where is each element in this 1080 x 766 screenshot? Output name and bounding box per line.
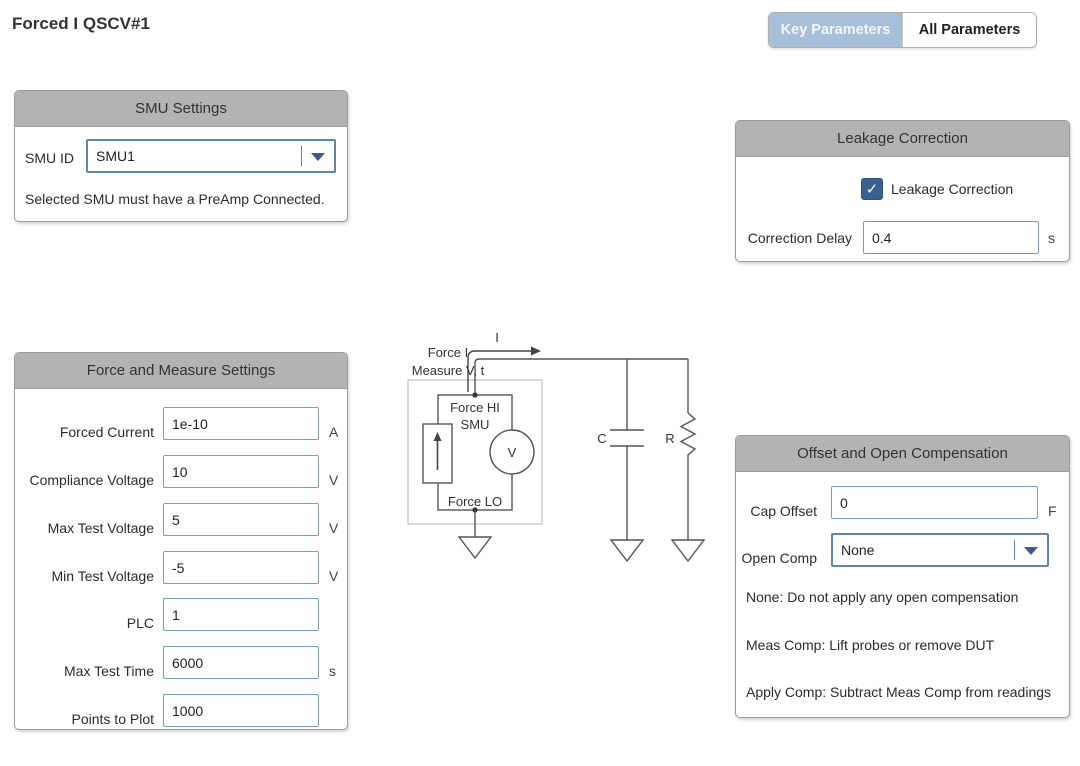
ground-symbol — [670, 539, 706, 563]
current-source-arrowhead-icon — [433, 432, 442, 441]
plc-input[interactable] — [163, 598, 319, 631]
parameters-tab-group: Key Parameters All Parameters — [768, 12, 1037, 48]
ground-symbol — [457, 536, 493, 560]
smu-id-select[interactable]: SMU1 — [86, 139, 336, 173]
cap-offset-label: Cap Offset — [750, 503, 817, 519]
smu-id-label: SMU ID — [25, 150, 74, 166]
leakage-correction-checkbox[interactable]: ✓ — [861, 178, 883, 200]
chevron-down-icon — [311, 153, 325, 161]
min-test-voltage-unit: V — [329, 568, 339, 584]
preamp-note: Selected SMU must have a PreAmp Connecte… — [25, 191, 325, 207]
force-lo-node — [472, 507, 478, 513]
ground-symbol — [609, 539, 645, 563]
open-comp-help-none: None: Do not apply any open compensation — [746, 589, 1019, 605]
points-to-plot-label: Points to Plot — [71, 711, 155, 727]
compliance-voltage-unit: V — [329, 472, 339, 488]
mode-label-line2: Measure V, t — [412, 363, 485, 378]
smu-label: SMU — [461, 417, 490, 432]
cap-offset-unit: F — [1048, 503, 1057, 519]
forced-current-unit: A — [329, 424, 339, 440]
tab-key-parameters[interactable]: Key Parameters — [769, 13, 902, 47]
max-test-voltage-input[interactable] — [163, 503, 319, 536]
dropdown-separator — [1014, 540, 1015, 560]
current-arrow-wire — [467, 350, 531, 392]
force-hi-label: Force HI — [450, 400, 500, 415]
current-arrowhead-icon — [531, 346, 541, 356]
open-comp-help-meas: Meas Comp: Lift probes or remove DUT — [746, 637, 995, 653]
capacitor-label: C — [597, 431, 606, 446]
smu-id-value: SMU1 — [96, 148, 135, 164]
smu-settings-header: SMU Settings — [15, 91, 347, 127]
correction-delay-input[interactable] — [863, 221, 1039, 254]
forced-current-input[interactable] — [163, 407, 319, 440]
force-measure-panel: Force and Measure Settings Forced Curren… — [14, 352, 348, 730]
offset-open-comp-panel: Offset and Open Compensation Cap Offset … — [735, 435, 1070, 718]
min-test-voltage-input[interactable] — [163, 551, 319, 584]
force-measure-header: Force and Measure Settings — [15, 353, 347, 389]
points-to-plot-input[interactable] — [163, 694, 319, 727]
chevron-down-icon — [1024, 547, 1038, 555]
open-comp-value: None — [841, 542, 875, 558]
voltmeter-label: V — [508, 445, 517, 460]
forced-current-label: Forced Current — [59, 424, 154, 440]
dropdown-separator — [301, 146, 302, 166]
correction-delay-label: Correction Delay — [747, 230, 852, 246]
force-lo-label: Force LO — [448, 494, 502, 509]
current-label: I — [495, 330, 499, 345]
voltmeter-symbol — [489, 429, 535, 475]
checkmark-icon: ✓ — [865, 181, 879, 198]
qscv-circuit-diagram: I Force I Measure V, t V Force HI SMU Fo… — [407, 330, 706, 563]
open-comp-label: Open Comp — [741, 550, 817, 566]
compliance-voltage-label: Compliance Voltage — [29, 472, 154, 488]
smu-settings-panel: SMU Settings SMU ID SMU1 Selected SMU mu… — [14, 90, 348, 222]
max-test-voltage-label: Max Test Voltage — [47, 520, 154, 536]
page-title: Forced I QSCV#1 — [12, 14, 150, 33]
max-test-time-unit: s — [329, 663, 336, 679]
leakage-correction-header: Leakage Correction — [736, 121, 1069, 157]
offset-open-comp-header: Offset and Open Compensation — [736, 436, 1069, 472]
leakage-checkbox-label: Leakage Correction — [891, 181, 1014, 197]
resistor-symbol — [679, 412, 697, 458]
mode-label-line1: Force I — [428, 345, 468, 360]
open-comp-select[interactable]: None — [831, 533, 1049, 567]
leakage-correction-panel: Leakage Correction ✓ Leakage Correction … — [735, 120, 1070, 262]
tab-all-parameters[interactable]: All Parameters — [902, 13, 1036, 47]
open-comp-help-apply: Apply Comp: Subtract Meas Comp from read… — [746, 684, 1052, 700]
force-hi-wire — [474, 358, 688, 395]
plc-label: PLC — [126, 615, 154, 631]
min-test-voltage-label: Min Test Voltage — [51, 568, 154, 584]
compliance-voltage-input[interactable] — [163, 455, 319, 488]
max-test-voltage-unit: V — [329, 520, 339, 536]
correction-delay-unit: s — [1048, 230, 1055, 246]
max-test-time-input[interactable] — [163, 646, 319, 679]
force-hi-node — [472, 392, 478, 398]
cap-offset-input[interactable] — [831, 486, 1038, 519]
max-test-time-label: Max Test Time — [64, 663, 154, 679]
resistor-label: R — [665, 431, 674, 446]
